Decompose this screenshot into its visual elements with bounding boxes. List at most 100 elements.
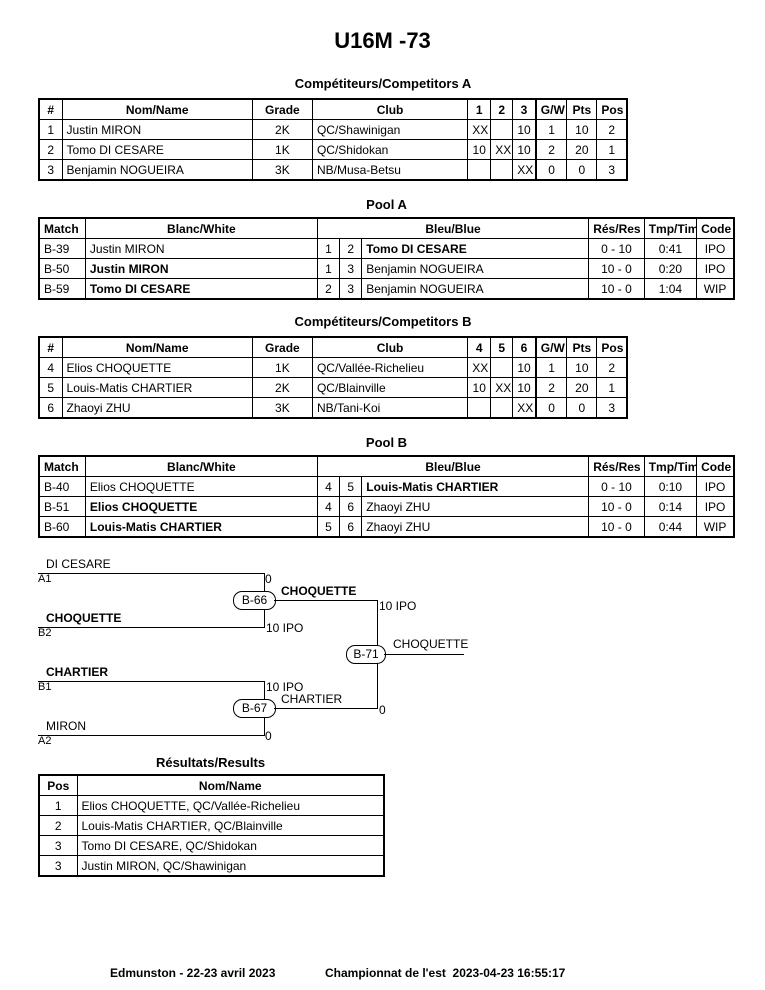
cell: 2 xyxy=(534,139,568,160)
bracket-b2-score: 10 IPO xyxy=(266,621,304,635)
cell xyxy=(490,357,514,378)
col-header: Code xyxy=(696,455,735,477)
cell: Tomo DI CESARE, QC/Shidokan xyxy=(76,835,385,856)
cell: QC/Shidokan xyxy=(311,139,469,160)
cell: 4 xyxy=(316,476,341,497)
cell: XX xyxy=(467,119,492,140)
table-row: B-51 Elios CHOQUETTE 4 6 Zhaoyi ZHU 10 -… xyxy=(38,496,735,517)
cell: XX xyxy=(512,397,537,419)
cell: 5 xyxy=(339,476,363,497)
cell: 3 xyxy=(38,159,63,181)
cell: Elios CHOQUETTE, QC/Vallée-Richelieu xyxy=(76,795,385,816)
table-row: 3 Benjamin NOGUEIRA 3K NB/Musa-Betsu XX … xyxy=(38,159,628,181)
cell: Zhaoyi ZHU xyxy=(61,397,253,419)
bracket-line xyxy=(38,573,264,574)
cell: 2 xyxy=(38,139,63,160)
cell: 2K xyxy=(251,377,313,398)
footer-right: Championnat de l'est 2023-04-23 16:55:17 xyxy=(325,966,566,980)
cell: 10 - 0 xyxy=(588,258,645,279)
cell: Justin MIRON, QC/Shawinigan xyxy=(76,855,385,877)
cell: 0:10 xyxy=(643,476,698,497)
cell: 3 xyxy=(596,397,628,419)
col-header: Rés/Res xyxy=(588,217,645,239)
competitors-a-table: # Nom/Name Grade Club 1 2 3 G/W Pts Pos … xyxy=(38,98,628,181)
bracket-a2-score: 0 xyxy=(265,729,272,743)
table-header-row: # Nom/Name Grade Club 4 5 6 G/W Pts Pos xyxy=(38,336,628,358)
col-header: Club xyxy=(311,336,469,358)
bracket-a1-seed: A1 xyxy=(38,573,52,585)
pool-b-heading: Pool B xyxy=(365,435,408,450)
table-header-row: # Nom/Name Grade Club 1 2 3 G/W Pts Pos xyxy=(38,98,628,120)
cell: 1 xyxy=(534,357,568,378)
cell: Tomo DI CESARE xyxy=(84,278,318,300)
cell: WIP xyxy=(696,278,735,300)
cell: 10 - 0 xyxy=(588,278,645,300)
bracket-m2-score: 0 xyxy=(379,703,386,717)
cell: NB/Tani-Koi xyxy=(311,397,469,419)
cell: 2K xyxy=(251,119,313,140)
bracket-m1-winner: CHOQUETTE xyxy=(281,584,357,598)
cell: 1:04 xyxy=(643,278,698,300)
cell: 3 xyxy=(596,159,628,181)
bracket-final-winner: CHOQUETTE xyxy=(393,637,469,651)
cell: 1K xyxy=(251,357,313,378)
bracket-line xyxy=(274,600,377,601)
cell: Louis-Matis CHARTIER xyxy=(361,476,590,497)
col-header: Tmp/Tim xyxy=(643,217,698,239)
col-header: Match xyxy=(38,455,86,477)
cell: 2 xyxy=(316,278,341,300)
results-heading: Résultats/Results xyxy=(155,755,266,770)
cell: 2 xyxy=(596,119,628,140)
cell: 0 - 10 xyxy=(588,476,645,497)
cell: B-60 xyxy=(38,516,86,538)
page-title: U16M -73 xyxy=(334,28,431,53)
cell: 0 xyxy=(566,159,598,181)
cell: 0 xyxy=(534,159,568,181)
table-header-row: Pos Nom/Name xyxy=(38,774,385,796)
pool-b-table: Match Blanc/White Bleu/Blue Rés/Res Tmp/… xyxy=(38,455,735,538)
cell: 0:44 xyxy=(643,516,698,538)
col-header: 2 xyxy=(490,98,514,120)
cell xyxy=(467,159,492,181)
bracket-line xyxy=(38,735,264,736)
match-node-b67: B-67 xyxy=(233,699,276,718)
table-row: 5 Louis-Matis CHARTIER 2K QC/Blainville … xyxy=(38,377,628,398)
cell: 10 xyxy=(512,357,537,378)
cell: 10 - 0 xyxy=(588,496,645,517)
col-header: G/W xyxy=(534,336,568,358)
bracket-line xyxy=(38,681,264,682)
competitors-b-heading: Compétiteurs/Competitors B xyxy=(294,314,472,329)
col-header: G/W xyxy=(534,98,568,120)
cell: 0:20 xyxy=(643,258,698,279)
pool-a-heading: Pool A xyxy=(366,197,407,212)
bracket-m2-winner: CHARTIER xyxy=(281,692,343,706)
bracket-a1-score: 0 xyxy=(265,572,272,586)
cell: 2 xyxy=(339,238,363,259)
cell: 1 xyxy=(38,795,78,816)
col-header: Nom/Name xyxy=(61,98,253,120)
cell: IPO xyxy=(696,258,735,279)
cell: 2 xyxy=(38,815,78,836)
table-row: 3 Justin MIRON, QC/Shawinigan xyxy=(38,855,385,877)
cell: 4 xyxy=(316,496,341,517)
cell: 3 xyxy=(339,258,363,279)
cell: IPO xyxy=(696,476,735,497)
cell: 1 xyxy=(316,258,341,279)
table-row: 4 Elios CHOQUETTE 1K QC/Vallée-Richelieu… xyxy=(38,357,628,378)
table-row: 6 Zhaoyi ZHU 3K NB/Tani-Koi XX 0 0 3 xyxy=(38,397,628,419)
cell: 6 xyxy=(38,397,63,419)
cell: Louis-Matis CHARTIER xyxy=(61,377,253,398)
competitors-a-heading: Compétiteurs/Competitors A xyxy=(294,76,472,91)
cell: 10 xyxy=(467,139,492,160)
footer-left: Edmunston - 22-23 avril 2023 xyxy=(110,966,276,980)
bracket-line xyxy=(274,708,377,709)
col-header: 4 xyxy=(467,336,492,358)
col-header: Blanc/White xyxy=(84,455,318,477)
cell xyxy=(467,397,492,419)
col-header: Code xyxy=(696,217,735,239)
cell: QC/Blainville xyxy=(311,377,469,398)
cell xyxy=(490,397,514,419)
cell: 1 xyxy=(534,119,568,140)
bracket-a2-seed: A2 xyxy=(38,735,52,747)
cell: QC/Vallée-Richelieu xyxy=(311,357,469,378)
